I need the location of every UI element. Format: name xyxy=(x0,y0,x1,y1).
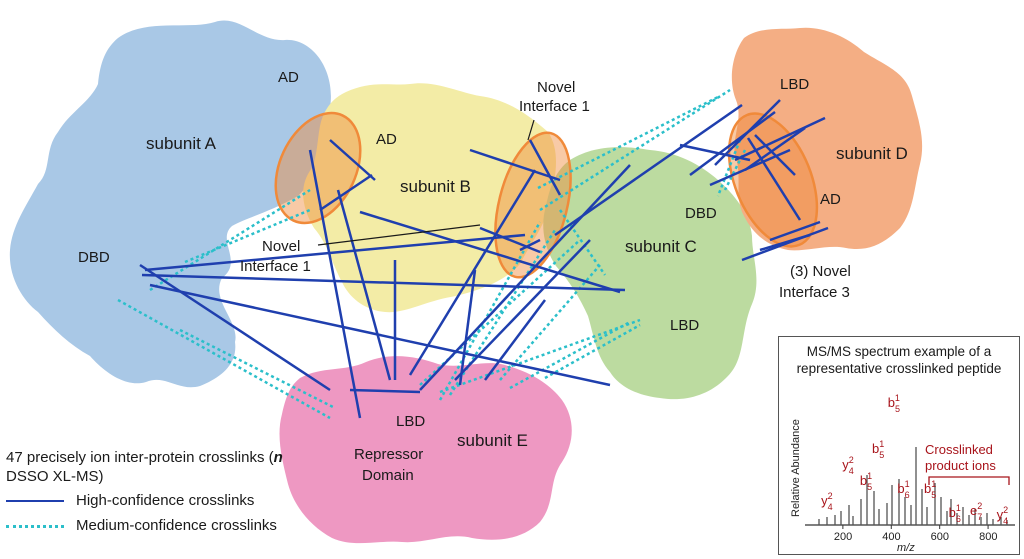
inset-ylabel: Relative Abundance xyxy=(790,419,802,517)
crosslinked-label-line1: Crosslinked xyxy=(925,442,993,457)
spectrum-peaks xyxy=(818,447,1008,525)
medium-confidence-legend-swatch xyxy=(6,525,64,528)
lbd-c-label: LBD xyxy=(670,317,699,334)
novel-interface-1-top-line1: Novel xyxy=(537,79,575,96)
high-confidence-legend-label: High-confidence crosslinks xyxy=(76,492,255,509)
subunit-a-label: subunit A xyxy=(146,134,217,153)
subunit-b-shape xyxy=(303,83,556,313)
subunit-e-shape xyxy=(279,356,572,544)
x-tick-label: 600 xyxy=(931,531,949,543)
x-tick-label: 800 xyxy=(979,531,997,543)
subunit-c-shape xyxy=(543,147,757,400)
repressor-label-line2: Domain xyxy=(362,467,414,484)
lbd-e-label: LBD xyxy=(396,413,425,430)
ad-b-label: AD xyxy=(376,131,397,148)
x-tick-label: 200 xyxy=(834,531,852,543)
diagram-labels: subunit A subunit B subunit C subunit D … xyxy=(78,69,908,484)
spectrum-svg: Relative Abundance 200 400 600 800 m/z Cros… xyxy=(790,393,1015,554)
novel-interface-1-top-line2: Interface 1 xyxy=(519,98,590,115)
crosslinked-label-line2: product ions xyxy=(925,458,996,473)
spectrum-x-ticks: 200 400 600 800 xyxy=(834,525,997,543)
legend-title: 47 precisely ion inter-protein crosslink… xyxy=(6,449,283,485)
leader-lines xyxy=(317,119,535,246)
subunit-c-label: subunit C xyxy=(625,237,697,256)
novel-interface-1-left-line1: Novel xyxy=(262,238,300,255)
medium-confidence-crosslinks xyxy=(117,88,747,420)
dbd-d-label: DBD xyxy=(685,205,717,222)
inset-xlabel: m/z xyxy=(897,542,915,554)
high-confidence-legend-swatch xyxy=(6,500,64,502)
dbd-a-label: DBD xyxy=(78,249,110,266)
subunit-d-shape xyxy=(731,27,923,251)
lbd-d-label: LBD xyxy=(780,76,809,93)
high-confidence-crosslinks xyxy=(139,99,829,419)
subunit-d-label: subunit D xyxy=(836,144,908,163)
novel-interface-3-line2: Interface 3 xyxy=(779,284,850,301)
subunit-a-shape xyxy=(9,20,333,388)
novel-interface-3-line1: (3) Novel xyxy=(790,263,851,280)
repressor-label-line1: Repressor xyxy=(354,446,423,463)
subunit-b-label: subunit B xyxy=(400,177,471,196)
novel-interface-1-left-line2: Interface 1 xyxy=(240,258,311,275)
crosslinked-bracket xyxy=(928,476,1010,485)
ad-d-label: AD xyxy=(820,191,841,208)
x-tick-label: 400 xyxy=(882,531,900,543)
subunit-e-label: subunit E xyxy=(457,431,528,450)
ad-a-label: AD xyxy=(278,69,299,86)
medium-confidence-legend-label: Medium-confidence crosslinks xyxy=(76,517,277,534)
